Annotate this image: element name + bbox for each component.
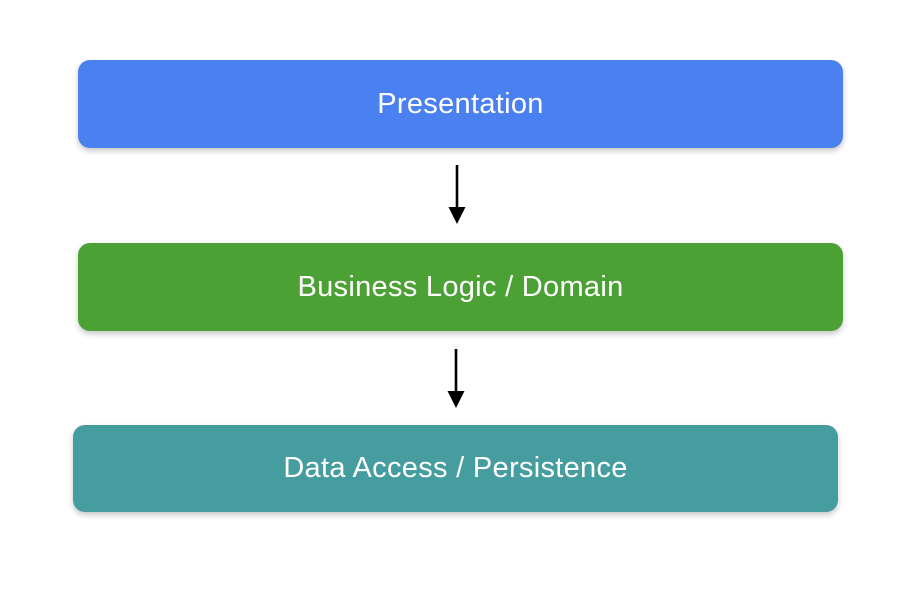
- layer-box-data-access[interactable]: Data Access / Persistence: [73, 425, 838, 512]
- layer-box-presentation[interactable]: Presentation: [78, 60, 843, 148]
- layer-box-business-logic[interactable]: Business Logic / Domain: [78, 243, 843, 331]
- layer-label-data-access: Data Access / Persistence: [283, 452, 628, 484]
- layer-label-business-logic: Business Logic / Domain: [297, 270, 624, 303]
- layer-label-presentation: Presentation: [377, 87, 544, 120]
- down-arrow-icon: [447, 349, 465, 408]
- down-arrow-icon: [448, 165, 466, 224]
